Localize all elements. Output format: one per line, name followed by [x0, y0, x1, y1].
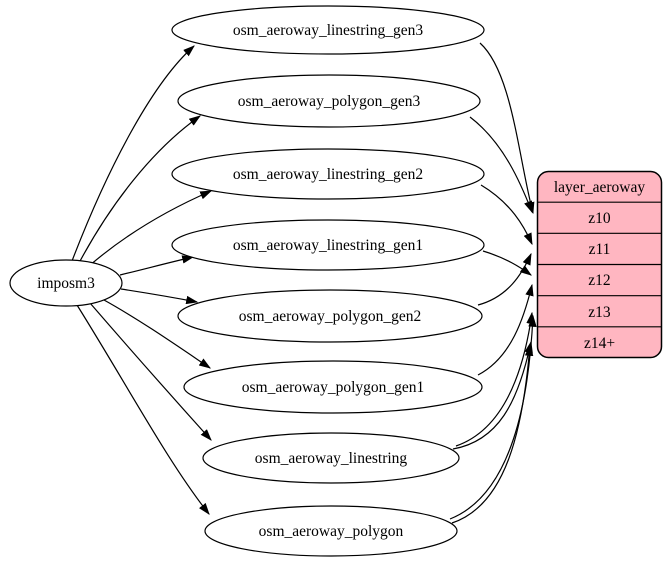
- node-layer-aeroway: layer_aeroway z10 z11 z12 z13 z14+: [536, 170, 663, 359]
- edge-linestring-to-z14: [452, 340, 533, 450]
- edge-imposm3-to-linestring: [89, 302, 212, 441]
- linestring-gen3-ellipse: [171, 5, 485, 55]
- layer-aeroway-row-z11: z11: [589, 241, 611, 258]
- edge-polygon-gen1-to-z12: [477, 283, 534, 376]
- edge-imposm3-to-polygon-gen2: [120, 288, 199, 305]
- edge-layer: [71, 42, 537, 524]
- polygon-gen3-label: osm_aeroway_polygon_gen3: [238, 93, 421, 110]
- linestring-label: osm_aeroway_linestring: [255, 450, 408, 467]
- edge-imposm3-to-linestring-gen3: [71, 45, 195, 262]
- layer-aeroway-title: layer_aeroway: [554, 179, 645, 196]
- edge-linestring-gen3-to-z10: [479, 42, 535, 215]
- linestring-gen2-label: osm_aeroway_linestring_gen2: [233, 166, 423, 183]
- node-layer: imposm3 osm_aeroway_linestring_gen3 osm_…: [9, 5, 663, 557]
- imposm3-label: imposm3: [37, 275, 95, 292]
- node-osm-aeroway-polygon-gen2: osm_aeroway_polygon_gen2: [177, 289, 483, 343]
- layer-aeroway-row-z13: z13: [588, 304, 611, 321]
- node-osm-aeroway-linestring-gen3: osm_aeroway_linestring_gen3: [171, 5, 485, 55]
- edge-polygon-gen2-to-z11: [477, 252, 532, 306]
- edge-imposm3-to-linestring-gen2: [88, 190, 213, 267]
- linestring-gen1-ellipse: [171, 219, 485, 271]
- node-imposm3: imposm3: [9, 259, 123, 307]
- edge-imposm3-to-polygon: [76, 304, 210, 515]
- edge-linestring-to-z13: [455, 311, 535, 447]
- edge-imposm3-to-linestring-gen1: [119, 255, 195, 276]
- linestring-gen2-ellipse: [171, 148, 485, 200]
- edge-polygon-to-z14: [451, 343, 534, 524]
- polygon-gen2-ellipse: [177, 289, 483, 343]
- layer-aeroway-row-z12: z12: [588, 272, 610, 289]
- edge-linestring-gen1-to-z12: [482, 250, 532, 276]
- edge-imposm3-to-polygon-gen1: [103, 299, 211, 369]
- polygon-ellipse: [204, 505, 458, 557]
- node-osm-aeroway-polygon-gen3: osm_aeroway_polygon_gen3: [177, 74, 481, 128]
- polygon-gen1-ellipse: [183, 360, 483, 414]
- node-osm-aeroway-polygon-gen1: osm_aeroway_polygon_gen1: [183, 360, 483, 414]
- layer-aeroway-row-z10: z10: [588, 210, 611, 227]
- edge-imposm3-to-polygon-gen3: [78, 115, 201, 264]
- polygon-gen2-label: osm_aeroway_polygon_gen2: [239, 308, 422, 325]
- edge-linestring-gen2-to-z11: [480, 184, 533, 246]
- linestring-gen1-label: osm_aeroway_linestring_gen1: [233, 237, 423, 254]
- node-osm-aeroway-linestring-gen1: osm_aeroway_linestring_gen1: [171, 219, 485, 271]
- node-osm-aeroway-polygon: osm_aeroway_polygon: [204, 505, 458, 557]
- polygon-label: osm_aeroway_polygon: [259, 523, 404, 540]
- imposm3-ellipse: [9, 259, 123, 307]
- edge-polygon-gen3-to-z10: [469, 116, 533, 214]
- linestring-ellipse: [202, 432, 460, 484]
- node-osm-aeroway-linestring-gen2: osm_aeroway_linestring_gen2: [171, 148, 485, 200]
- layer-aeroway-row-z14: z14+: [584, 335, 615, 352]
- polygon-gen3-ellipse: [177, 74, 481, 128]
- node-osm-aeroway-linestring: osm_aeroway_linestring: [202, 432, 460, 484]
- linestring-gen3-label: osm_aeroway_linestring_gen3: [233, 22, 424, 39]
- polygon-gen1-label: osm_aeroway_polygon_gen1: [242, 379, 425, 396]
